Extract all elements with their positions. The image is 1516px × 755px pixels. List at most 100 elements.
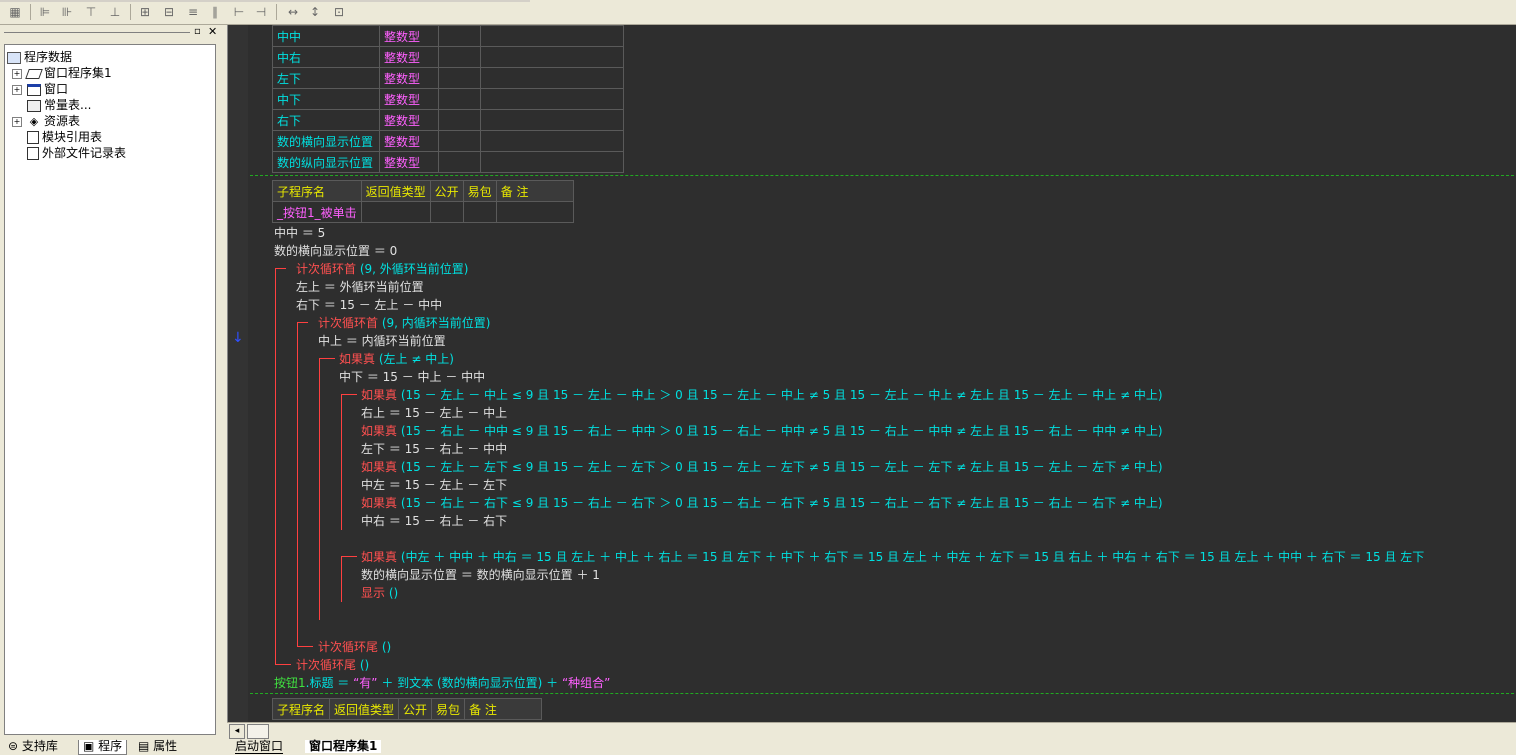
properties-icon[interactable]: ▦ [9, 5, 21, 19]
var-note[interactable] [480, 151, 624, 173]
code-line[interactable]: 计次循环尾 () [296, 656, 369, 674]
var-name[interactable]: 中右 [272, 46, 380, 68]
space-horizontal-icon[interactable]: ⊢ [233, 5, 245, 19]
code-line[interactable]: 右上 ＝ 15 － 左上 － 中上 [361, 406, 508, 420]
code-line[interactable]: 计次循环尾 () [318, 638, 391, 656]
code-line[interactable]: 如果真 (左上 ≠ 中上) [339, 350, 454, 368]
align-right-icon[interactable]: ⊪ [61, 5, 73, 19]
var-name[interactable]: 中中 [272, 25, 380, 47]
code-line[interactable]: 按钮1.标题 ＝ “有” ＋ 到文本 (数的横向显示位置) ＋ “种组合” [274, 674, 610, 692]
tree-item-external-files[interactable]: 外部文件记录表 [27, 145, 126, 161]
var-name[interactable]: 右下 [272, 109, 380, 131]
tab-support-library[interactable]: ⊜ 支持库 [8, 740, 58, 754]
tab-startup-window[interactable]: 启动窗口 [235, 740, 284, 754]
code-line[interactable]: 数的横向显示位置 ＝ 数的横向显示位置 ＋ 1 [361, 568, 600, 582]
var-type[interactable]: 整数型 [379, 25, 439, 47]
code-line[interactable]: 左下 ＝ 15 － 右上 － 中中 [361, 442, 508, 456]
code-line[interactable]: 中右 ＝ 15 － 右上 － 右下 [361, 514, 508, 528]
table-row[interactable]: 中右整数型 [272, 46, 624, 68]
center-horizontal-icon[interactable]: ⊞ [139, 5, 151, 19]
expand-icon[interactable]: + [12, 85, 22, 95]
var-note[interactable] [480, 130, 624, 152]
code-line[interactable]: 右下 ＝ 15 － 左上 － 中中 [296, 298, 443, 312]
var-note[interactable] [480, 109, 624, 131]
table-row[interactable]: 右下整数型 [272, 109, 624, 131]
tree-item-window[interactable]: 窗口 [27, 81, 68, 97]
return-type[interactable] [360, 201, 431, 223]
code-line[interactable]: 显示 () [361, 584, 398, 602]
code-line[interactable]: 计次循环首 (9, 外循环当前位置) [296, 260, 468, 278]
var-name[interactable]: 中下 [272, 88, 380, 110]
var-note[interactable] [480, 25, 624, 47]
tab-properties[interactable]: ▤ 属性 [138, 740, 177, 754]
var-type[interactable]: 整数型 [379, 88, 439, 110]
var-type[interactable]: 整数型 [379, 46, 439, 68]
same-width-icon[interactable]: ≡ [187, 5, 199, 19]
table-row[interactable]: 数的横向显示位置整数型 [272, 130, 624, 152]
code-line[interactable]: 如果真 (中左 ＋ 中中 ＋ 中右 ＝ 15 且 左上 ＋ 中上 ＋ 右上 ＝ … [361, 548, 1424, 566]
tab-window-assembly[interactable]: 窗口程序集1 [305, 740, 382, 753]
code-line[interactable]: 如果真 (15 － 左上 － 左下 ≤ 9 且 15 － 左上 － 左下 ＞ 0… [361, 458, 1163, 476]
public-flag[interactable] [429, 201, 464, 223]
code-line-current[interactable]: 中上 ＝ 内循环当前位置 [318, 334, 446, 348]
var-static[interactable] [438, 109, 481, 131]
subroutine-name[interactable]: _按钮1_被单击 [272, 201, 362, 223]
tree-item-module-refs[interactable]: 模块引用表 [27, 129, 102, 145]
code-line[interactable]: 数的横向显示位置 ＝ 0 [274, 244, 398, 258]
var-type[interactable]: 整数型 [379, 151, 439, 173]
var-type[interactable]: 整数型 [379, 130, 439, 152]
var-name[interactable]: 左下 [272, 67, 380, 89]
tab-program[interactable]: ▣ 程序 [78, 740, 128, 755]
var-static[interactable] [438, 25, 481, 47]
table-row[interactable]: _按钮1_被单击 [272, 201, 574, 223]
subroutine-note[interactable] [495, 201, 574, 223]
var-type[interactable]: 整数型 [379, 109, 439, 131]
var-note[interactable] [480, 46, 624, 68]
horizontal-scrollbar[interactable]: ◂ [227, 722, 1516, 739]
height-icon[interactable]: ↕ [309, 5, 321, 19]
code-line[interactable]: 如果真 (15 － 左上 － 中上 ≤ 9 且 15 － 左上 － 中上 ＞ 0… [361, 386, 1163, 404]
var-static[interactable] [438, 151, 481, 173]
code-line[interactable]: 左上 ＝ 外循环当前位置 [296, 280, 424, 294]
var-static[interactable] [438, 46, 481, 68]
var-note[interactable] [480, 67, 624, 89]
width-icon[interactable]: ↔ [287, 5, 299, 19]
code-line[interactable]: 计次循环首 (9, 内循环当前位置) [318, 314, 490, 332]
code-line[interactable]: 如果真 (15 － 右上 － 中中 ≤ 9 且 15 － 右上 － 中中 ＞ 0… [361, 422, 1163, 440]
table-row[interactable]: 中下整数型 [272, 88, 624, 110]
var-name[interactable]: 数的纵向显示位置 [272, 151, 380, 173]
space-vertical-icon[interactable]: ⊣ [255, 5, 267, 19]
align-left-icon[interactable]: ⊫ [39, 5, 51, 19]
align-top-icon[interactable]: ⊤ [85, 5, 97, 19]
var-type[interactable]: 整数型 [379, 67, 439, 89]
tree-item-constants[interactable]: 常量表... [27, 97, 91, 113]
expand-icon[interactable]: + [12, 69, 22, 79]
code-editor[interactable]: 中中整数型 中右整数型 左下整数型 中下整数型 右下整数型 数的横向显示位置整数… [248, 25, 1516, 722]
table-row[interactable]: 中中整数型 [272, 25, 624, 47]
tree-item-window-assembly[interactable]: 窗口程序集1 [25, 65, 112, 81]
code-gutter[interactable]: ↓ + [227, 25, 262, 722]
code-line[interactable]: 中中 ＝ 5 [274, 226, 326, 240]
scroll-thumb[interactable] [247, 724, 269, 739]
code-line[interactable]: 中下 ＝ 15 － 中上 － 中中 [339, 370, 486, 384]
expand-icon[interactable]: + [12, 117, 22, 127]
center-vertical-icon[interactable]: ⊟ [163, 5, 175, 19]
tree-item-program-data[interactable]: 程序数据 [7, 49, 72, 65]
var-static[interactable] [438, 88, 481, 110]
tree-item-resources[interactable]: ◈资源表 [27, 113, 80, 129]
breakpoint-arrow-icon[interactable]: ↓ [232, 330, 244, 346]
table-row[interactable]: 数的纵向显示位置整数型 [272, 151, 624, 173]
panel-float-icon[interactable]: ▫ [194, 26, 201, 37]
scroll-left-icon[interactable]: ◂ [229, 724, 245, 739]
same-height-icon[interactable]: ∥ [212, 5, 218, 19]
align-bottom-icon[interactable]: ⊥ [109, 5, 121, 19]
panel-close-icon[interactable]: ✕ [208, 25, 218, 38]
size-icon[interactable]: ⊡ [333, 5, 345, 19]
var-note[interactable] [480, 88, 624, 110]
table-row[interactable]: 左下整数型 [272, 67, 624, 89]
var-static[interactable] [438, 67, 481, 89]
var-static[interactable] [438, 130, 481, 152]
code-line[interactable]: 如果真 (15 － 右上 － 右下 ≤ 9 且 15 － 右上 － 右下 ＞ 0… [361, 494, 1163, 512]
code-line[interactable]: 中左 ＝ 15 － 左上 － 左下 [361, 478, 508, 492]
var-name[interactable]: 数的横向显示位置 [272, 130, 380, 152]
